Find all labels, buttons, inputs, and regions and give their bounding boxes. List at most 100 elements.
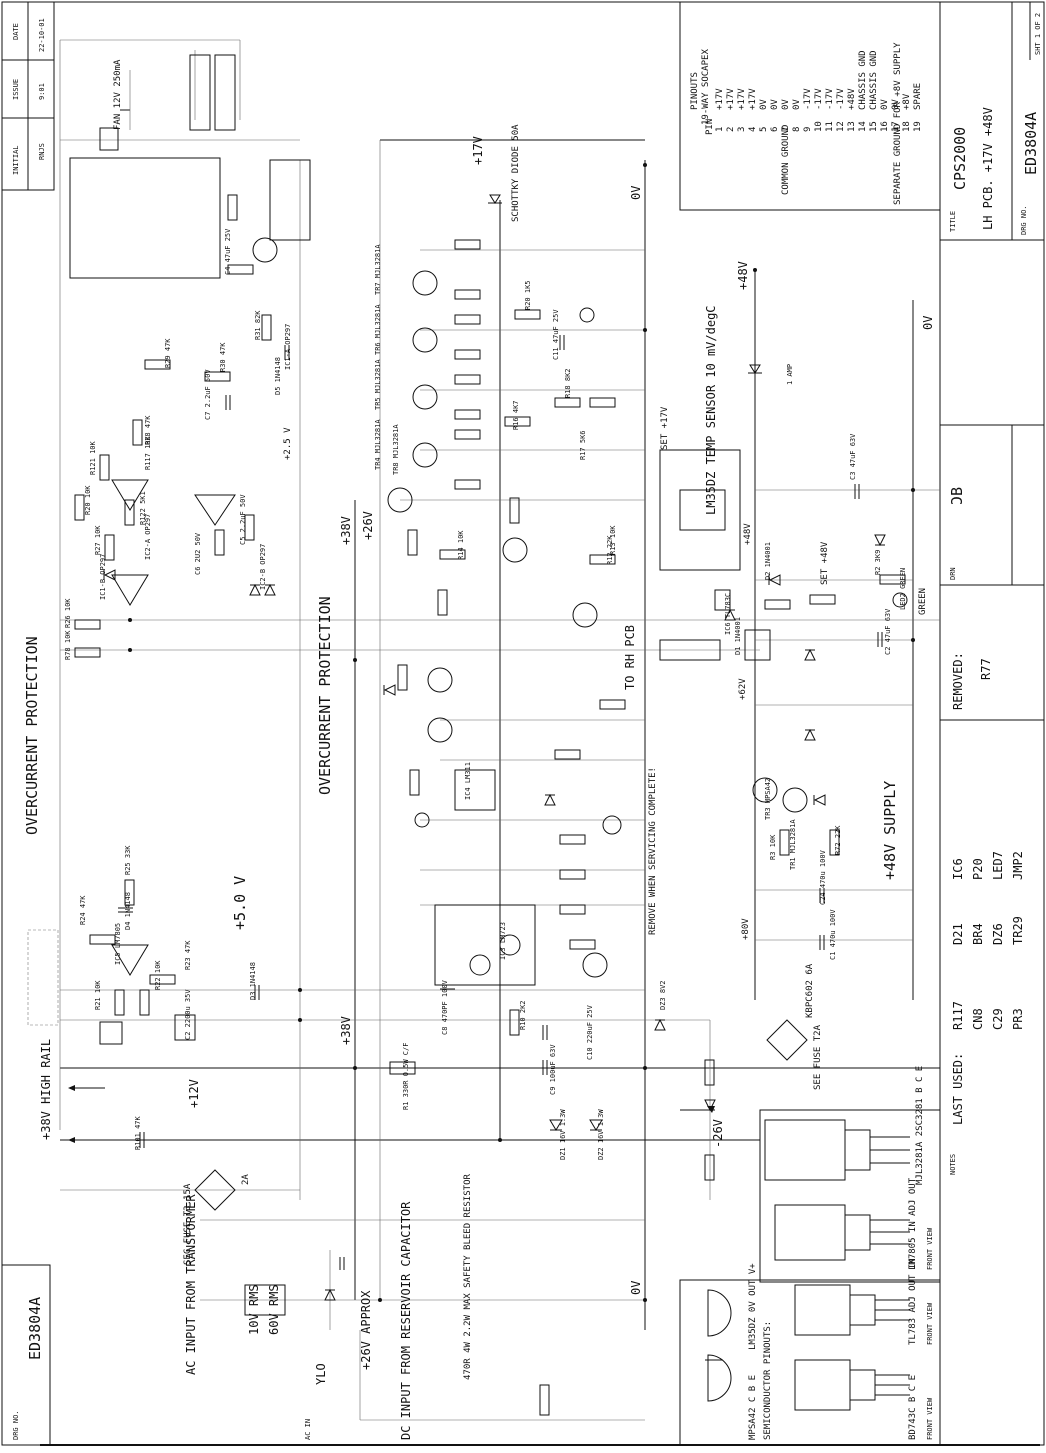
rev-header-issue: ISSUE	[12, 79, 20, 100]
rms60-label: 60V RMS	[267, 1284, 281, 1335]
pin-number: 2	[726, 127, 736, 132]
pinouts-table: PINOUTS 19-WAY SOCAPEX PIN 1+17V2+17V3+1…	[679, 1, 941, 211]
resistors	[74, 194, 906, 1416]
component-label: R3 10K	[769, 834, 777, 860]
left-drg-number: ED3804A	[26, 1297, 44, 1360]
component-label: C24 470u 100V	[819, 849, 827, 905]
plus80-label: +80V	[741, 918, 751, 940]
ac-in-label: AC IN	[304, 1419, 312, 1440]
high-rail-label: +38V HIGH RAIL	[39, 1039, 53, 1140]
pin-value: 0V	[880, 99, 890, 110]
last-used-cell: R117	[951, 1001, 965, 1030]
last-used-cell: JMP2	[1011, 851, 1025, 880]
left-drg-block: DRG NO. ED3804A	[1, 1264, 51, 1446]
lm35dz-pin-label: LM35DZ 0V OUT V+	[748, 1263, 758, 1350]
last-used-cell: C29	[991, 1008, 1005, 1030]
component-label: R17 5K6	[579, 430, 587, 460]
component-label: R20 1K5	[524, 280, 532, 310]
component-label: IC2-A OP297	[144, 514, 152, 560]
component-label: R29 47K	[164, 338, 172, 368]
component-label: R24 47K	[79, 895, 87, 925]
component-label: R101 47K	[134, 1115, 142, 1150]
last-used-label: LAST USED:	[951, 1053, 965, 1125]
plus38-label: +38V	[339, 516, 353, 545]
pin-value: 0V	[781, 99, 791, 110]
pin-number: 17	[891, 121, 901, 132]
pin-number: 9	[803, 127, 813, 132]
bridge-rectifiers	[194, 1019, 808, 1211]
title-block: TITLE CPS2000 LH PCB. +17V +48V DRG NO. …	[939, 1, 1045, 1446]
component-label: TR6 MJL3281A	[374, 304, 382, 355]
last-used-cell: LED7	[991, 851, 1005, 880]
component-label: R12 22K	[606, 535, 614, 565]
component-label: TR4 MJL3281A	[374, 419, 382, 470]
component-label: R27 10K	[94, 525, 102, 555]
component-label: R18 8K2	[564, 368, 572, 398]
last-used-cell: PR3	[1011, 1008, 1025, 1030]
rev-header-initial: INITIAL	[12, 145, 20, 175]
component-label: IC4 LM311	[464, 762, 472, 800]
component-label: C7 2.2uF 50V	[204, 369, 212, 420]
plus26-approx-label: +26V APPROX	[359, 1290, 373, 1370]
component-label: R122 5K1	[139, 491, 147, 525]
component-label: R72 22K	[834, 825, 842, 855]
component-label: TR5 MJL3281A	[374, 359, 382, 410]
set48-label: SET +48V	[820, 541, 830, 585]
pin-number: 11	[825, 121, 835, 132]
pinouts-pin-label: PIN	[705, 119, 715, 135]
component-label: D1 1N4001	[734, 617, 742, 655]
component-label: R121 10K	[89, 440, 97, 475]
component-label: C5 2.2uF 50V	[239, 494, 247, 545]
plus17-label: +17V	[471, 136, 485, 165]
pin-value: CHASSIS GND	[869, 50, 879, 110]
component-label: R1 330R 0.5W C/F	[402, 1043, 410, 1110]
pinouts-title: PINOUTS	[690, 72, 700, 110]
overcurrent-left-label: OVERCURRENT PROTECTION	[23, 636, 41, 835]
plus48-label-b: +48V	[743, 523, 753, 545]
pin-value: -17V	[814, 88, 824, 110]
component-label: C4 47uF 25V	[224, 228, 232, 275]
drn-initials: ƆB	[948, 487, 966, 505]
pin-number: 7	[781, 127, 791, 132]
separate-ground-label: SEPARATE GROUND FOR +8V SUPPLY	[893, 42, 903, 205]
component-label: DZ1 16V 1.3W	[559, 1109, 567, 1160]
component-label: D2 1N4001	[764, 542, 772, 580]
capacitors	[118, 335, 883, 1270]
component-label: IC2-B OP297	[259, 544, 267, 590]
lm35-label: LM35DZ TEMP SENSOR 10 mV/degC	[704, 305, 718, 515]
leds	[414, 307, 908, 835]
to-rh-pcb-label: TO RH PCB	[623, 625, 637, 690]
removed-label: REMOVED:	[951, 652, 965, 710]
dc-input-label: DC INPUT FROM RESERVOIR CAPACITOR	[399, 1201, 413, 1440]
pin-value: +17V	[715, 88, 725, 110]
component-label: C11 47uF 25V	[552, 309, 560, 360]
pin-number: 4	[748, 127, 758, 132]
pin-number: 8	[792, 127, 802, 132]
title-label: TITLE	[949, 211, 957, 232]
pinouts-subtitle: 19-WAY SOCAPEX	[701, 49, 711, 125]
pin-value: SPARE	[913, 83, 923, 110]
pin-number: 13	[847, 121, 857, 132]
bleed-resistor-label: 470R 4W 2.2W MAX SAFETY BLEED RESISTOR	[463, 1174, 473, 1380]
component-label: R20 10K	[84, 485, 92, 515]
lm7805-label: LM7805 IN ADJ OUT	[908, 1177, 918, 1270]
component-label: C9 100uF 63V	[549, 1044, 557, 1095]
component-label: R2 3K9	[874, 550, 882, 575]
component-label: R23 47K	[184, 940, 192, 970]
pin-value: +17V	[726, 88, 736, 110]
title-sub: LH PCB. +17V +48V	[981, 107, 995, 230]
pin-value: -17V	[836, 88, 846, 110]
component-label: R78 10K	[64, 630, 72, 660]
plus38-b-label: +38V	[339, 1016, 353, 1045]
fan-label: FAN 12V 250mA	[113, 59, 123, 130]
input-labels: AC INPUT FROM TRANSFORMER DC INPUT FROM …	[183, 963, 823, 1440]
pin-value: +17V	[737, 88, 747, 110]
last-used-cell: BR4	[971, 923, 985, 945]
component-label: TR7 MJL3281A	[374, 244, 382, 295]
sec-fuse-label: SEC FUSE T3.15A	[183, 1183, 193, 1265]
title-main: CPS2000	[951, 127, 969, 190]
semiconductor-pinouts: SEMICONDUCTOR PINOUTS: MPSA42 C B E LM35…	[679, 1066, 941, 1446]
front-view-label: FRONT VIEW	[926, 1302, 934, 1345]
component-label: D5 1N4148	[274, 357, 282, 395]
